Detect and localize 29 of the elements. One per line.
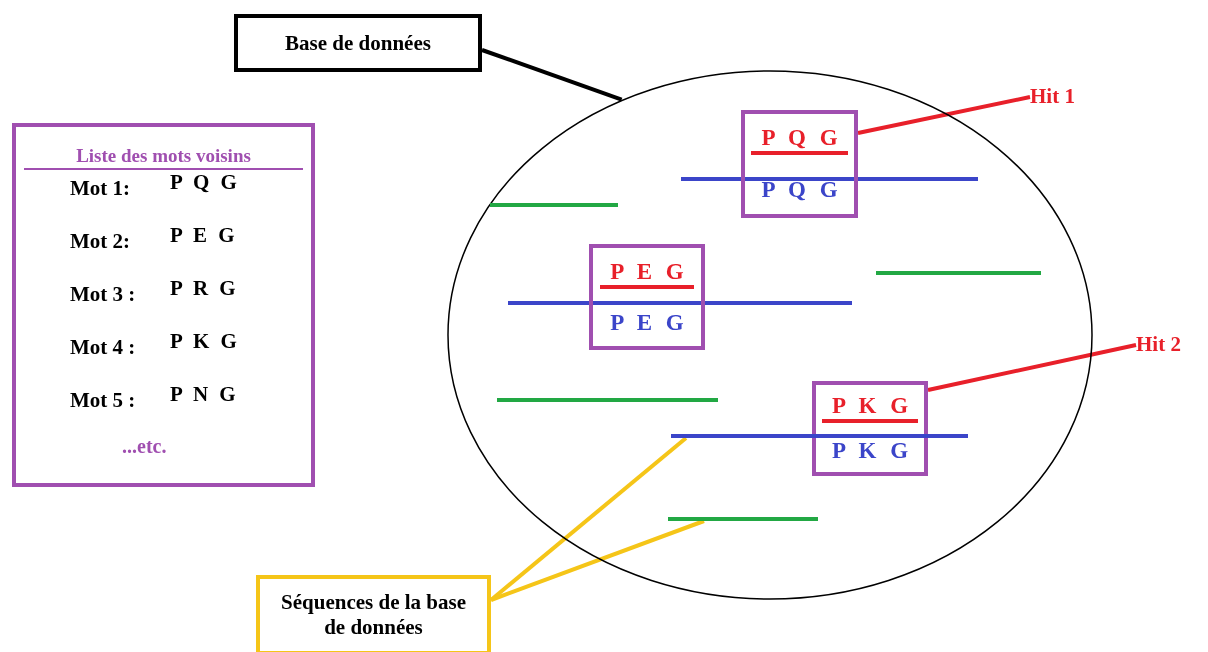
etc-note: ...etc. [122,435,168,458]
word-label: Mot 2: [70,229,132,255]
leader-line [481,48,623,102]
database-label-box: Base de données [234,14,482,72]
sequences-label-box: Séquences de la base de données [256,575,491,652]
sequence-letters: P E G [609,309,689,336]
word-label: Mot 5 : [70,388,137,414]
match-sequence: P E G [600,258,694,289]
word-sequence: P Q G [170,170,240,196]
word-list-panel [12,123,315,487]
sequence-letters: P Q G [760,177,843,203]
match-sequence: P K G [821,392,919,423]
match-box [741,110,858,218]
leader-line [927,343,1137,392]
leader-line [490,519,705,602]
word-sequence: P E G [170,223,238,249]
word-sequence: P R G [170,276,239,302]
sequence-letters: P K G [830,438,914,465]
word-sequence: P N G [170,382,239,408]
hit-label: Hit 2 [1136,330,1206,358]
match-sequence: P Q G [751,125,848,155]
hit-label: Hit 1 [1030,82,1100,110]
list-heading: Liste des mots voisins [24,145,303,170]
match-box [589,244,705,350]
leader-line [857,95,1031,135]
word-label: Mot 4 : [70,335,137,361]
word-sequence: P K G [170,329,240,355]
word-label: Mot 3 : [70,282,137,308]
word-label: Mot 1: [70,176,132,202]
